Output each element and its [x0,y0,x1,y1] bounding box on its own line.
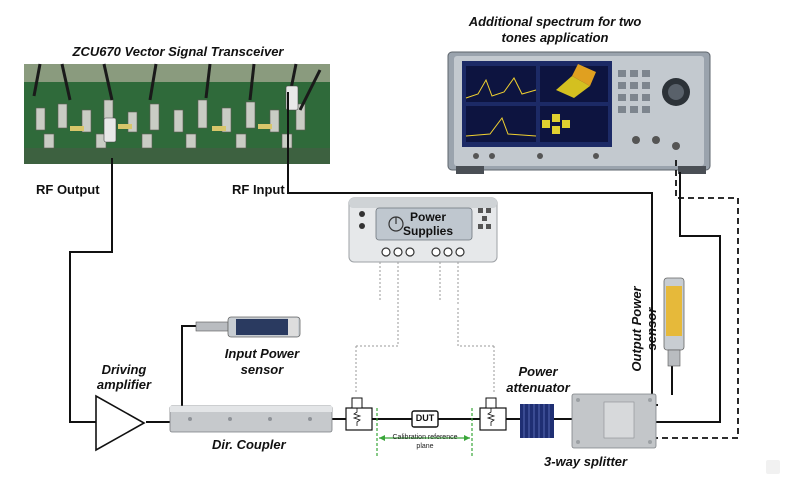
calibration-plane-label: Calibration reference plane [392,434,458,450]
input-power-sensor-label: Input Power sensor [224,346,300,377]
input-power-sensor-device [195,316,301,338]
three-way-splitter-device [571,393,657,449]
dir-coupler-label: Dir. Coupler [212,437,286,452]
bias-tee-left [345,397,373,431]
directional-coupler-device [169,405,333,433]
spectrum-dashed-link [656,160,739,439]
dut-box [411,410,439,428]
supply-lines [355,262,495,392]
driving-amplifier-label: Driving amplifier [96,362,152,392]
bias-tee-right [479,397,507,431]
driving-amplifier-symbol [95,394,146,452]
calibration-plane-marker [376,408,473,458]
transceiver-title: ZCU670 Vector Signal Transceiver [72,44,284,59]
output-power-sensor-label: Output Power sensor [629,286,659,372]
output-power-sensor-device [663,277,685,367]
power-attenuator-device [520,404,554,438]
rf-output-label: RF Output [36,182,100,197]
power-attenuator-label: Power attenuator [506,364,570,395]
spectrum-analyzer [447,51,711,174]
splitter-label: 3-way splitter [544,454,628,469]
analyzer-title: Additional spectrum for two tones applic… [468,14,642,45]
zcu670-board [24,63,330,164]
dut-label: DUT [415,413,435,423]
corner-watermark [766,460,780,474]
power-supply-label: Power Supplies [402,210,453,238]
rf-input-label: RF Input [232,182,285,197]
power-supply-unit [348,197,498,263]
